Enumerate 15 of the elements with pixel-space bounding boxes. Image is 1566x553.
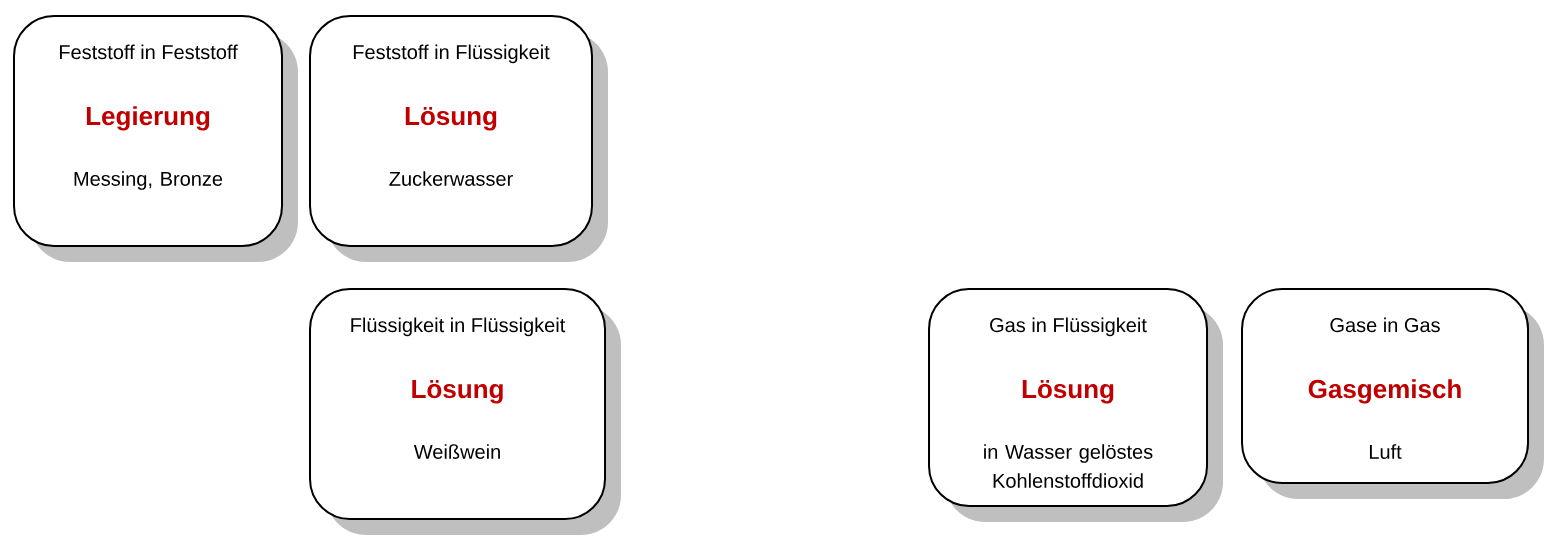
box-heading: Flüssigkeit in Flüssigkeit <box>351 317 566 337</box>
box-heading: Gase in Gas <box>1330 317 1440 333</box>
box-heading: Gas in Flüssigkeit <box>990 317 1147 337</box>
category-name: Lösung <box>405 107 497 131</box>
box-heading: Feststoff in Flüssigkeit <box>353 44 550 64</box>
category-name: Lösung <box>412 380 503 404</box>
example-text: Weißwein <box>413 444 500 459</box>
example-text: Luft <box>1369 444 1402 459</box>
box-heading: Feststoff in Feststoff <box>60 44 238 60</box>
example-text: Messing, Bronze <box>74 171 223 190</box>
example-text: Zuckerwasser <box>389 171 513 186</box>
category-name: Lösung <box>1022 380 1114 404</box>
category-name: Gasgemisch <box>1308 379 1461 404</box>
category-name: Legierung <box>86 106 210 131</box>
example-text: in Wasser gelöstes Kohlenstoffdioxid <box>984 444 1153 488</box>
